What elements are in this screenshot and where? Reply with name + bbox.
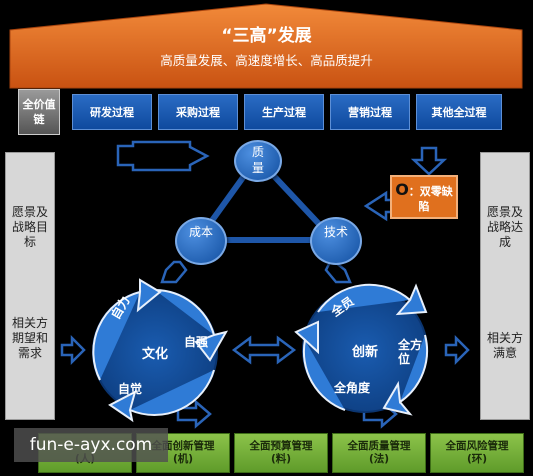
- stage-rd: 研发过程: [72, 94, 152, 130]
- right-cycle-center: 创新: [351, 345, 378, 360]
- node-quality: 质量: [234, 140, 282, 182]
- right-cycle: [294, 283, 428, 416]
- node-cost: 成本: [175, 217, 227, 265]
- right-panel-bottom: 相关方满意: [487, 331, 524, 360]
- left-cycle-center: 文化: [141, 347, 168, 362]
- arrow-tech-down: [324, 260, 352, 284]
- roof-title: “三高”发展: [221, 26, 312, 46]
- arrow-left-to-quality: [116, 140, 210, 172]
- stage-marketing: 营销过程: [330, 94, 410, 130]
- triangle-frame: [192, 153, 341, 243]
- left-cycle: [92, 278, 229, 423]
- right-panel: 愿景及战略达成 相关方满意: [480, 152, 530, 420]
- roof-subtitle: 高质量发展、高速度增长、高品质提升: [160, 53, 373, 68]
- arrow-right-cycle-side: [444, 334, 470, 366]
- zero-defect-box: O：双零缺陷: [390, 175, 458, 219]
- watermark: fun-e-ayx.com: [14, 428, 168, 462]
- left-panel-top: 愿景及战略目标: [12, 205, 49, 249]
- bottom-box-budget: 全面预算管理(料): [234, 433, 328, 473]
- stage-procurement: 采购过程: [158, 94, 238, 130]
- left-panel-bottom: 相关方期望和需求: [12, 316, 49, 360]
- right-cycle-seg-2: 全方位: [398, 338, 423, 366]
- value-chain-label: 全价值链: [18, 89, 60, 135]
- left-cycle-seg-3: 自觉: [118, 382, 143, 396]
- zero-defect-letter: O: [395, 180, 409, 199]
- left-panel: 愿景及战略目标 相关方期望和需求: [5, 152, 55, 420]
- stage-production: 生产过程: [244, 94, 324, 130]
- arrow-cost-down: [160, 260, 188, 284]
- arrow-left-cycle-side: [60, 334, 86, 366]
- right-cycle-seg-3: 全角度: [334, 381, 371, 395]
- arrow-into-defect: [410, 146, 448, 176]
- bottom-box-quality: 全面质量管理(法): [332, 433, 426, 473]
- arrow-left-cycle-bottom: [176, 399, 212, 429]
- stage-other: 其他全过程: [416, 94, 502, 130]
- roof-shape: [9, 3, 523, 89]
- right-panel-top: 愿景及战略达成: [487, 205, 524, 249]
- bottom-box-risk: 全面风险管理(环): [430, 433, 524, 473]
- left-cycle-seg-2: 自强: [184, 335, 209, 349]
- arrow-between-cycles: [231, 335, 297, 365]
- node-technology: 技术: [310, 217, 362, 265]
